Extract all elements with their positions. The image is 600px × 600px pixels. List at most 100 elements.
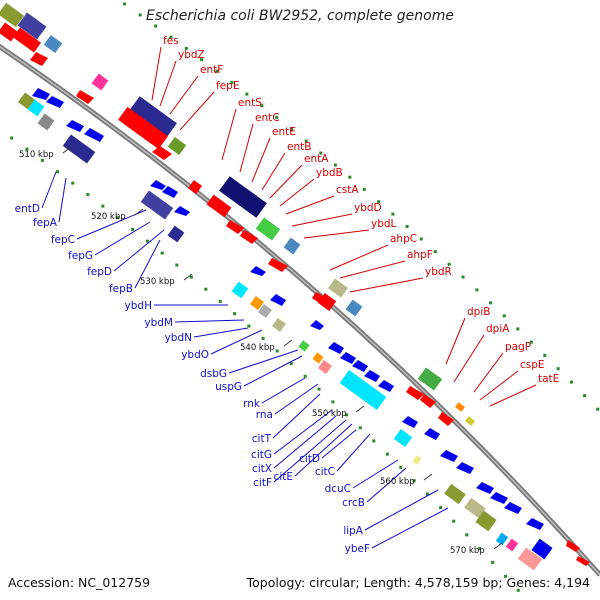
gc-dot [503,574,507,578]
leader-line [489,384,537,407]
leader-line [279,178,315,207]
leader-line [364,489,439,531]
feature-arrow [352,360,368,372]
reverse-gene-label: citC [315,466,335,478]
gc-dot [275,349,279,353]
feature-block [255,217,281,241]
gc-dot [447,262,451,266]
gc-dot [461,275,465,279]
feature-arrow [174,206,190,216]
feature-block [43,35,63,53]
feature-arrow [46,96,64,108]
gc-dot [319,151,323,155]
forward-gene-label: ybdZ [178,49,205,61]
leader-line [294,423,353,477]
leader-line [274,383,319,415]
feature-block [475,510,497,532]
leader-line [269,164,303,199]
feature-block [393,429,413,447]
reverse-gene-label: rna [256,409,273,421]
tick-mark [493,542,503,550]
genome-backbone [0,43,600,577]
leader-line [291,213,353,227]
feature-arrow [378,380,394,392]
feature-block [317,293,337,311]
leader-line [272,393,321,439]
gc-dot [333,163,337,167]
leader-line [179,91,215,131]
feature-block [17,12,47,40]
gc-dot [556,367,560,371]
leader-line [273,415,337,469]
reverse-gene-label: fepB [109,283,133,295]
feature-arrow [420,394,436,408]
gene-labels: fesybdZentFfepEentSentCentEentBentAybdBc… [15,35,560,555]
feature-block [283,237,301,255]
gc-dot [245,92,249,96]
feature-arrow [424,428,440,440]
gc-dot [543,353,547,357]
gc-dot [261,336,265,340]
feature-arrow [526,518,544,530]
feature-arrow [226,220,244,234]
leader-line [445,317,466,365]
leader-line [349,277,424,293]
feature-block [62,134,96,164]
feature-block [231,281,249,299]
gc-dot [131,227,135,231]
leader-line [453,334,485,383]
gc-dot [529,340,533,344]
tick-mark [283,339,293,347]
feature-arrow [402,416,418,428]
tick-mark [183,273,193,281]
gc-dot [475,288,479,292]
accession-text: Accession: NC_012759 [8,575,151,590]
gc-dot [391,212,395,216]
leader-line [41,171,57,209]
leader-line [94,221,151,256]
leader-line [243,355,303,387]
reverse-gene-label: entD [15,203,40,215]
forward-strand-features [0,2,590,566]
reverse-gene-label: fepC [51,234,75,246]
leader-line [352,459,399,489]
leader-line [273,409,333,455]
feature-block [318,360,332,374]
gc-dot [502,314,506,318]
tick-label: 560 kbp [380,477,415,487]
leader-line [321,429,357,459]
feature-block [455,402,465,412]
label-leader-lines [41,46,537,549]
gc-dot [489,301,493,305]
feature-arrow [456,462,474,474]
reverse-gene-label: fepG [68,250,93,262]
forward-gene-label: entE [272,126,296,138]
leader-line [303,229,370,239]
leader-line [479,370,519,401]
reverse-gene-label: lipA [343,525,363,537]
gc-dot [303,374,307,378]
gc-dot [169,35,173,39]
reverse-gene-label: citG [251,449,272,461]
gc-dot [372,439,376,443]
forward-gene-label: ybdD [354,202,382,214]
feature-block [0,22,18,42]
forward-gene-label: dpiB [467,306,490,318]
forward-gene-label: cspE [520,359,545,371]
leader-line [285,195,335,215]
gc-dot [362,187,366,191]
gc-dot [25,147,29,151]
reverse-gene-label: citX [252,463,272,475]
reverse-gene-label: ybdN [165,332,192,344]
forward-gene-label: tatE [538,373,559,385]
reverse-gene-label: fepD [87,266,112,278]
feature-arrow [490,492,508,504]
feature-block [345,299,363,317]
feature-block [517,547,543,571]
feature-block [12,27,42,53]
gc-dot [317,387,321,391]
gc-dot [40,158,44,162]
gc-dot [331,400,335,404]
